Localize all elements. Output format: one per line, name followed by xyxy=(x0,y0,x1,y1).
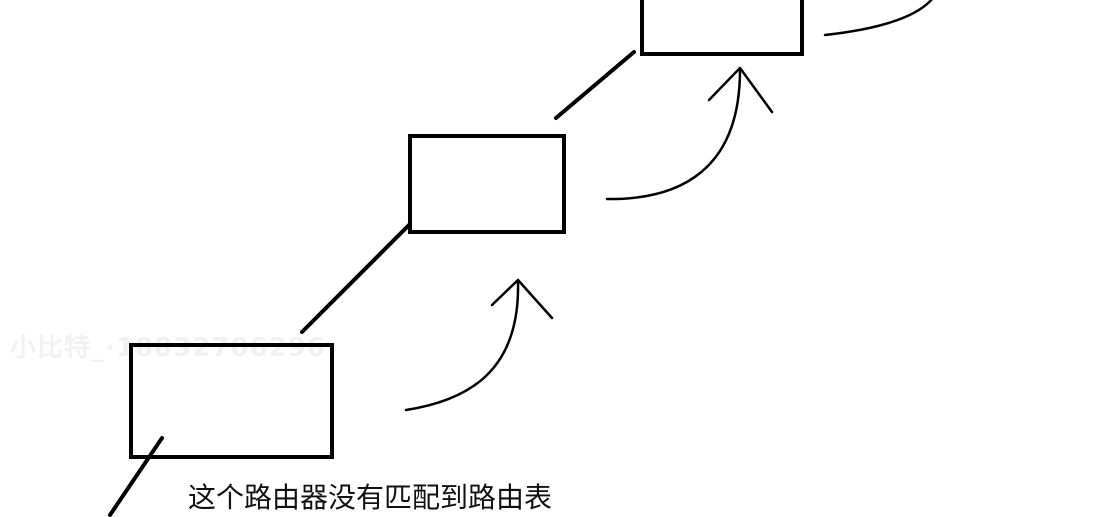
router-2 xyxy=(408,134,566,234)
diagram-caption: 这个路由器没有匹配到路由表 xyxy=(188,481,553,514)
router-1 xyxy=(129,343,334,459)
watermark: 小比特_·18832706296 xyxy=(10,333,326,363)
router-3 xyxy=(640,0,804,56)
link-incoming xyxy=(108,436,164,517)
hop-arrow-3 xyxy=(823,0,933,37)
hop-arrow-1 xyxy=(404,278,554,412)
hop-arrow-2 xyxy=(605,66,774,201)
link-router-1-2 xyxy=(300,222,412,334)
link-router-2-3 xyxy=(554,50,636,120)
